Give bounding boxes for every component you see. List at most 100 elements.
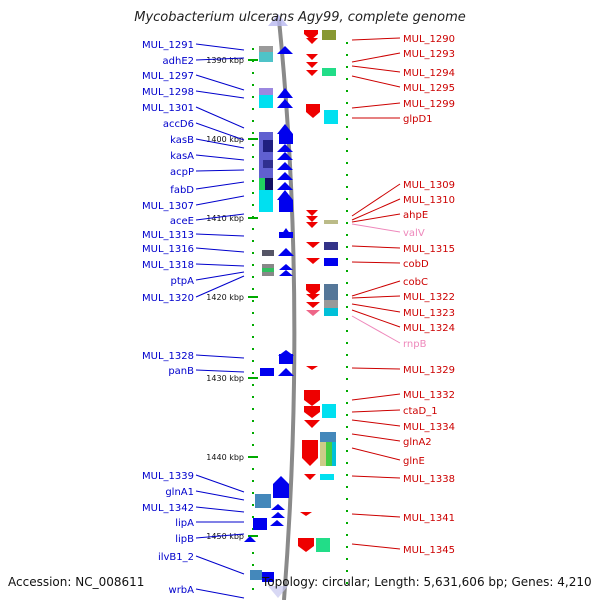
right-gene-label[interactable]: MUL_1294 [403, 68, 455, 79]
feature-arrow [306, 302, 320, 308]
right-gene-label[interactable]: MUL_1324 [403, 323, 455, 334]
right-gene-label[interactable]: MUL_1329 [403, 365, 455, 376]
right-gene-leader [351, 433, 401, 442]
right-gene-label[interactable]: cobC [403, 277, 428, 288]
left-gene-label[interactable]: adhE2 [163, 56, 195, 67]
left-gene-label[interactable]: lipB [175, 534, 194, 545]
tick-dot [252, 336, 254, 338]
tick-dot [252, 96, 254, 98]
left-gene-label[interactable]: MUL_1307 [142, 201, 194, 212]
right-gene-label[interactable]: MUL_1334 [403, 422, 455, 433]
left-gene-label[interactable]: MUL_1342 [142, 503, 194, 514]
left-gene-label[interactable]: ptpA [171, 276, 195, 287]
feature-arrow [304, 406, 320, 418]
left-gene-label[interactable]: acpP [170, 167, 194, 178]
kbp-tick-mark [248, 59, 258, 61]
right-gene-label[interactable]: ahpE [403, 210, 428, 221]
left-gene-label[interactable]: MUL_1301 [142, 103, 194, 114]
right-gene-leader [351, 393, 401, 401]
feature-arrow [304, 420, 320, 428]
right-gene-leader [351, 280, 401, 297]
right-gene-label[interactable]: MUL_1290 [403, 34, 455, 45]
feature-arrow [306, 242, 320, 248]
right-gene-label[interactable]: MUL_1341 [403, 513, 455, 524]
left-gene-label[interactable]: MUL_1320 [142, 293, 194, 304]
kbp-tick-mark [248, 217, 258, 219]
tick-dot [252, 468, 254, 470]
left-gene-label[interactable]: wrbA [169, 585, 195, 596]
tick-dot [346, 198, 348, 200]
left-gene-label[interactable]: MUL_1313 [142, 230, 194, 241]
right-gene-leader [351, 261, 401, 264]
right-gene-label[interactable]: MUL_1310 [403, 195, 455, 206]
tick-dot [252, 420, 254, 422]
left-gene-label[interactable]: MUL_1291 [142, 40, 194, 51]
right-gene-label[interactable]: MUL_1338 [403, 474, 455, 485]
left-gene-label[interactable]: aceE [170, 216, 194, 227]
left-gene-label[interactable]: MUL_1318 [142, 260, 194, 271]
feature-block [260, 368, 274, 376]
left-gene-leader [195, 74, 245, 91]
feature-arrow [304, 30, 318, 40]
right-gene-label[interactable]: MUL_1299 [403, 99, 455, 110]
tick-dot [346, 126, 348, 128]
right-gene-label[interactable]: glnA2 [403, 437, 432, 448]
right-gene-label[interactable]: MUL_1293 [403, 49, 455, 60]
left-gene-label[interactable]: MUL_1316 [142, 244, 194, 255]
left-gene-label[interactable]: kasB [170, 135, 194, 146]
left-gene-label[interactable]: accD6 [163, 119, 194, 130]
feature-block [279, 134, 293, 144]
tick-dot [346, 114, 348, 116]
left-gene-label[interactable]: ilvB1_2 [158, 552, 194, 563]
tick-dot [346, 186, 348, 188]
tick-dot [252, 432, 254, 434]
tick-dot [346, 210, 348, 212]
left-gene-label[interactable]: MUL_1328 [142, 351, 194, 362]
right-gene-label[interactable]: glnE [403, 456, 425, 467]
left-gene-label[interactable]: glnA1 [165, 487, 194, 498]
right-gene-label[interactable]: MUL_1309 [403, 180, 455, 191]
right-gene-label[interactable]: MUL_1295 [403, 83, 455, 94]
feature-arrow [278, 350, 294, 356]
right-gene-label[interactable]: MUL_1322 [403, 292, 455, 303]
tick-dot [346, 438, 348, 440]
left-gene-label[interactable]: MUL_1298 [142, 87, 194, 98]
left-gene-label[interactable]: kasA [170, 151, 194, 162]
tick-dot [346, 54, 348, 56]
tick-dot [346, 378, 348, 380]
left-gene-label[interactable]: MUL_1297 [142, 71, 194, 82]
left-gene-leader [195, 369, 245, 373]
right-gene-label[interactable]: MUL_1345 [403, 545, 455, 556]
left-gene-label[interactable]: MUL_1339 [142, 471, 194, 482]
feature-block [320, 432, 336, 442]
tick-dot [252, 588, 254, 590]
tick-dot [346, 390, 348, 392]
left-gene-label[interactable]: lipA [175, 518, 194, 529]
feature-arrow [306, 38, 318, 44]
right-gene-label[interactable]: ctaD_1 [403, 406, 438, 417]
feature-arrow [277, 172, 293, 180]
right-gene-label[interactable]: MUL_1332 [403, 390, 455, 401]
feature-arrow [277, 99, 293, 108]
tick-dot [252, 396, 254, 398]
tick-dot [252, 360, 254, 362]
left-gene-leader [195, 138, 245, 149]
tick-dot [346, 246, 348, 248]
feature-arrow [304, 474, 316, 480]
left-gene-leader [195, 90, 245, 99]
left-gene-leader [195, 263, 245, 267]
feature-block [316, 538, 330, 552]
right-gene-label[interactable]: valV [403, 228, 425, 239]
left-gene-label[interactable]: fabD [170, 185, 194, 196]
right-gene-label[interactable]: rnpB [403, 339, 427, 350]
right-gene-label[interactable]: cobD [403, 259, 429, 270]
right-gene-label[interactable]: glpD1 [403, 114, 433, 125]
left-gene-label[interactable]: panB [168, 366, 194, 377]
tick-dot [346, 486, 348, 488]
tick-dot [346, 582, 348, 584]
feature-block [279, 200, 293, 212]
feature-arrow [277, 46, 293, 54]
right-gene-label[interactable]: MUL_1323 [403, 308, 455, 319]
feature-block [320, 442, 326, 466]
right-gene-label[interactable]: MUL_1315 [403, 244, 455, 255]
